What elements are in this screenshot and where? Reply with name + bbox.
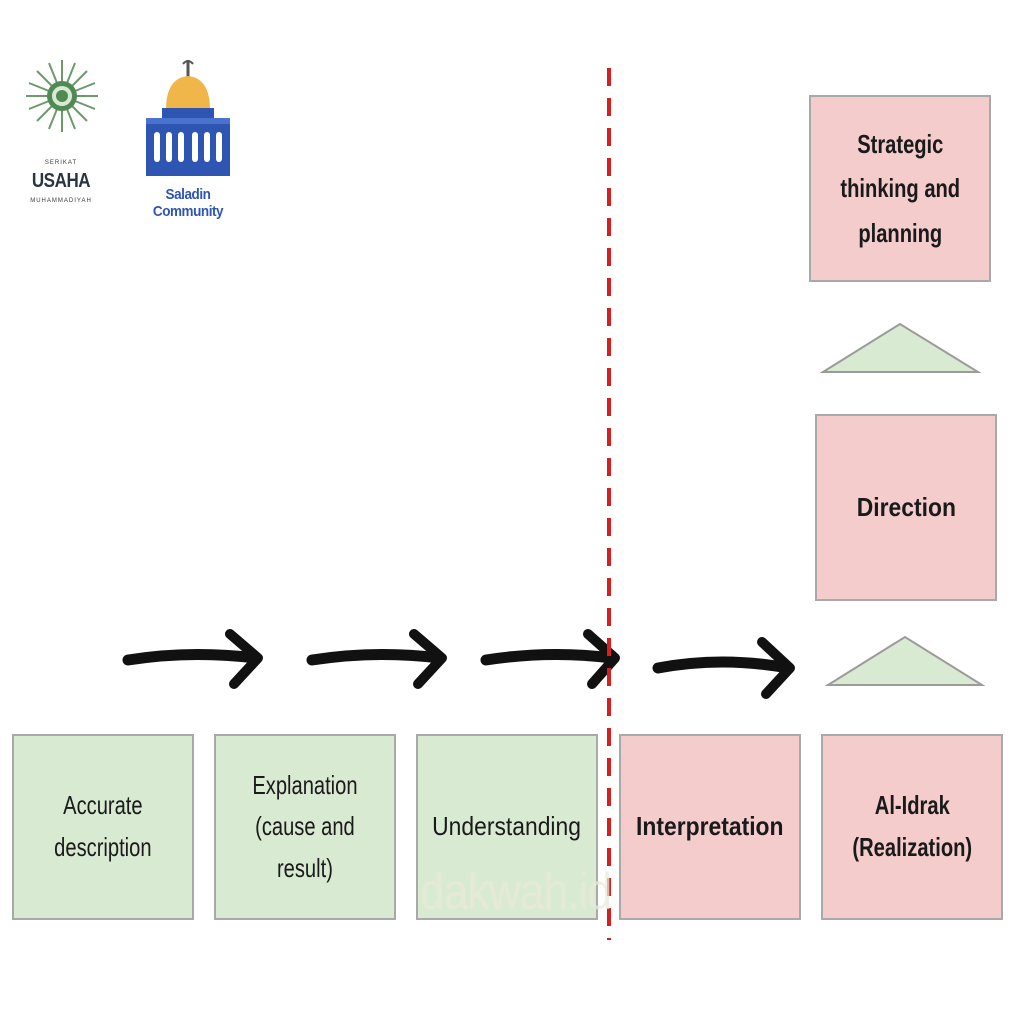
- step-interpretation: Interpretation: [619, 734, 801, 920]
- saladin-logo-label: Saladin Community: [152, 186, 224, 220]
- arrow-4-icon: [652, 637, 795, 699]
- step-understanding-label: Understanding: [432, 811, 582, 842]
- usaha-logo-line3: MUHAMMADIYAH: [30, 198, 92, 204]
- step-explanation-line3: result): [277, 852, 333, 883]
- direction-label: Direction: [856, 491, 956, 522]
- direction-box: Direction: [815, 414, 997, 601]
- step-explanation: Explanation (cause and result): [214, 734, 396, 920]
- dome-mosque-icon: [146, 60, 230, 176]
- step-interpretation-label: Interpretation: [636, 811, 784, 842]
- strategic-thinking-box: Strategic thinking and planning: [809, 95, 991, 282]
- usaha-muhammadiyah-logo: SERIKAT USAHA MUHAMMADIYAH: [26, 48, 98, 223]
- strategic-line3: planning: [858, 217, 942, 248]
- arrow-1-icon: [122, 629, 263, 689]
- usaha-logo-line1: SERIKAT: [44, 160, 78, 166]
- watermark: dakwah.id: [420, 863, 612, 921]
- step-accurate-description: Accurate description: [12, 734, 194, 920]
- triangle-upper-icon: [819, 322, 982, 373]
- step-explanation-line2: (cause and: [255, 811, 355, 842]
- step-understanding: Understanding: [416, 734, 598, 920]
- triangle-lower-icon: [824, 635, 986, 686]
- step-accurate-description-line2: description: [54, 832, 152, 862]
- step-explanation-line1: Explanation: [252, 769, 358, 800]
- arrow-3-icon: [480, 629, 620, 689]
- step-al-idrak-line1: Al-Idrak: [874, 790, 950, 821]
- step-al-idrak: Al-Idrak (Realization): [821, 734, 1003, 920]
- usaha-logo-line2: USAHA: [31, 170, 91, 192]
- sun-emblem-icon: [26, 60, 98, 132]
- arrow-2-icon: [306, 629, 447, 689]
- step-accurate-description-line1: Accurate: [63, 790, 143, 821]
- strategic-line1: Strategic: [856, 129, 944, 160]
- step-al-idrak-line2: (Realization): [852, 832, 972, 862]
- saladin-community-logo: Saladin Community: [128, 58, 248, 220]
- strategic-line2: thinking and: [840, 173, 960, 204]
